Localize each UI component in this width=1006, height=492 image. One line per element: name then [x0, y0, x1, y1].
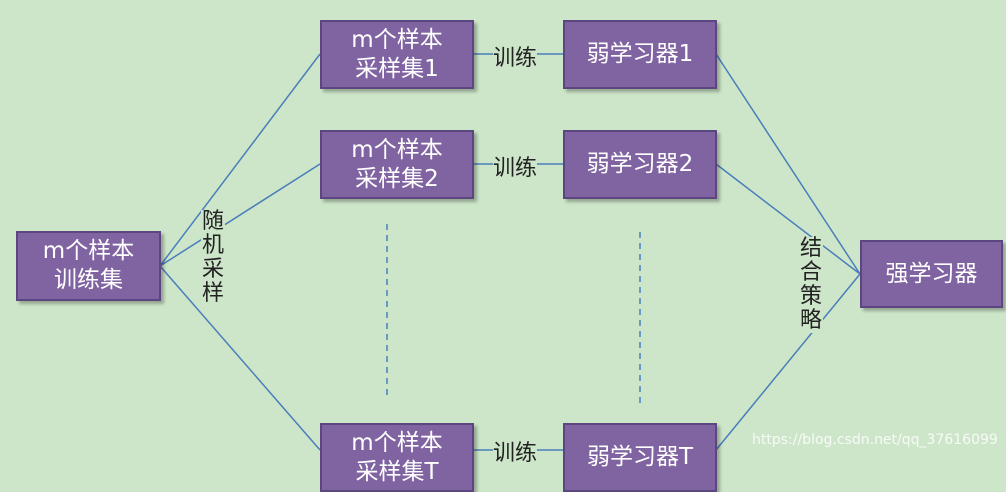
weak-learner-1-node: 弱学习器1	[563, 20, 717, 89]
edge-weak1-to-strong	[715, 53, 861, 275]
sample-set-1-node: m个样本 采样集1	[320, 20, 474, 89]
sample-set-2-line2: 采样集2	[355, 165, 439, 192]
watermark: https://blog.csdn.net/qq_37616099	[752, 432, 998, 448]
train-set-node: m个样本 训练集	[16, 231, 161, 301]
sample-set-2-line1: m个样本	[351, 136, 443, 163]
weak-learner-t-label: 弱学习器T	[586, 444, 694, 470]
sample-set-t-line2: 采样集T	[355, 458, 439, 485]
edge-weak2-to-strong	[715, 163, 861, 275]
strong-learner-label: 强学习器	[885, 260, 978, 287]
train-set-line2: 训练集	[54, 267, 123, 293]
edge-label-combine-strategy: 结合策略	[799, 236, 823, 333]
train-set-line1: m个样本	[42, 238, 135, 264]
weak-learner-2-node: 弱学习器2	[563, 130, 717, 199]
strong-learner-node: 强学习器	[860, 240, 1003, 308]
edge-weakT-to-strong	[715, 273, 861, 451]
edge-label-random-sampling: 随机采样	[201, 209, 225, 306]
sample-set-2-node: m个样本 采样集2	[320, 130, 474, 199]
weak-learner-1-label: 弱学习器1	[586, 41, 694, 67]
edge-label-train-2: 训练	[493, 156, 538, 181]
sample-set-t-line1: m个样本	[351, 429, 443, 456]
weak-learner-2-label: 弱学习器2	[586, 151, 694, 177]
weak-learner-t-node: 弱学习器T	[563, 423, 717, 492]
edge-train-to-sample1	[159, 53, 321, 267]
edge-train-to-sampleT	[159, 265, 321, 451]
edge-label-train-t: 训练	[493, 441, 538, 466]
edge-train-to-sample2	[159, 163, 321, 267]
sample-set-1-line1: m个样本	[351, 26, 443, 53]
edge-label-train-1: 训练	[493, 46, 538, 71]
sample-set-t-node: m个样本 采样集T	[320, 423, 474, 492]
sample-set-1-line2: 采样集1	[355, 55, 439, 82]
